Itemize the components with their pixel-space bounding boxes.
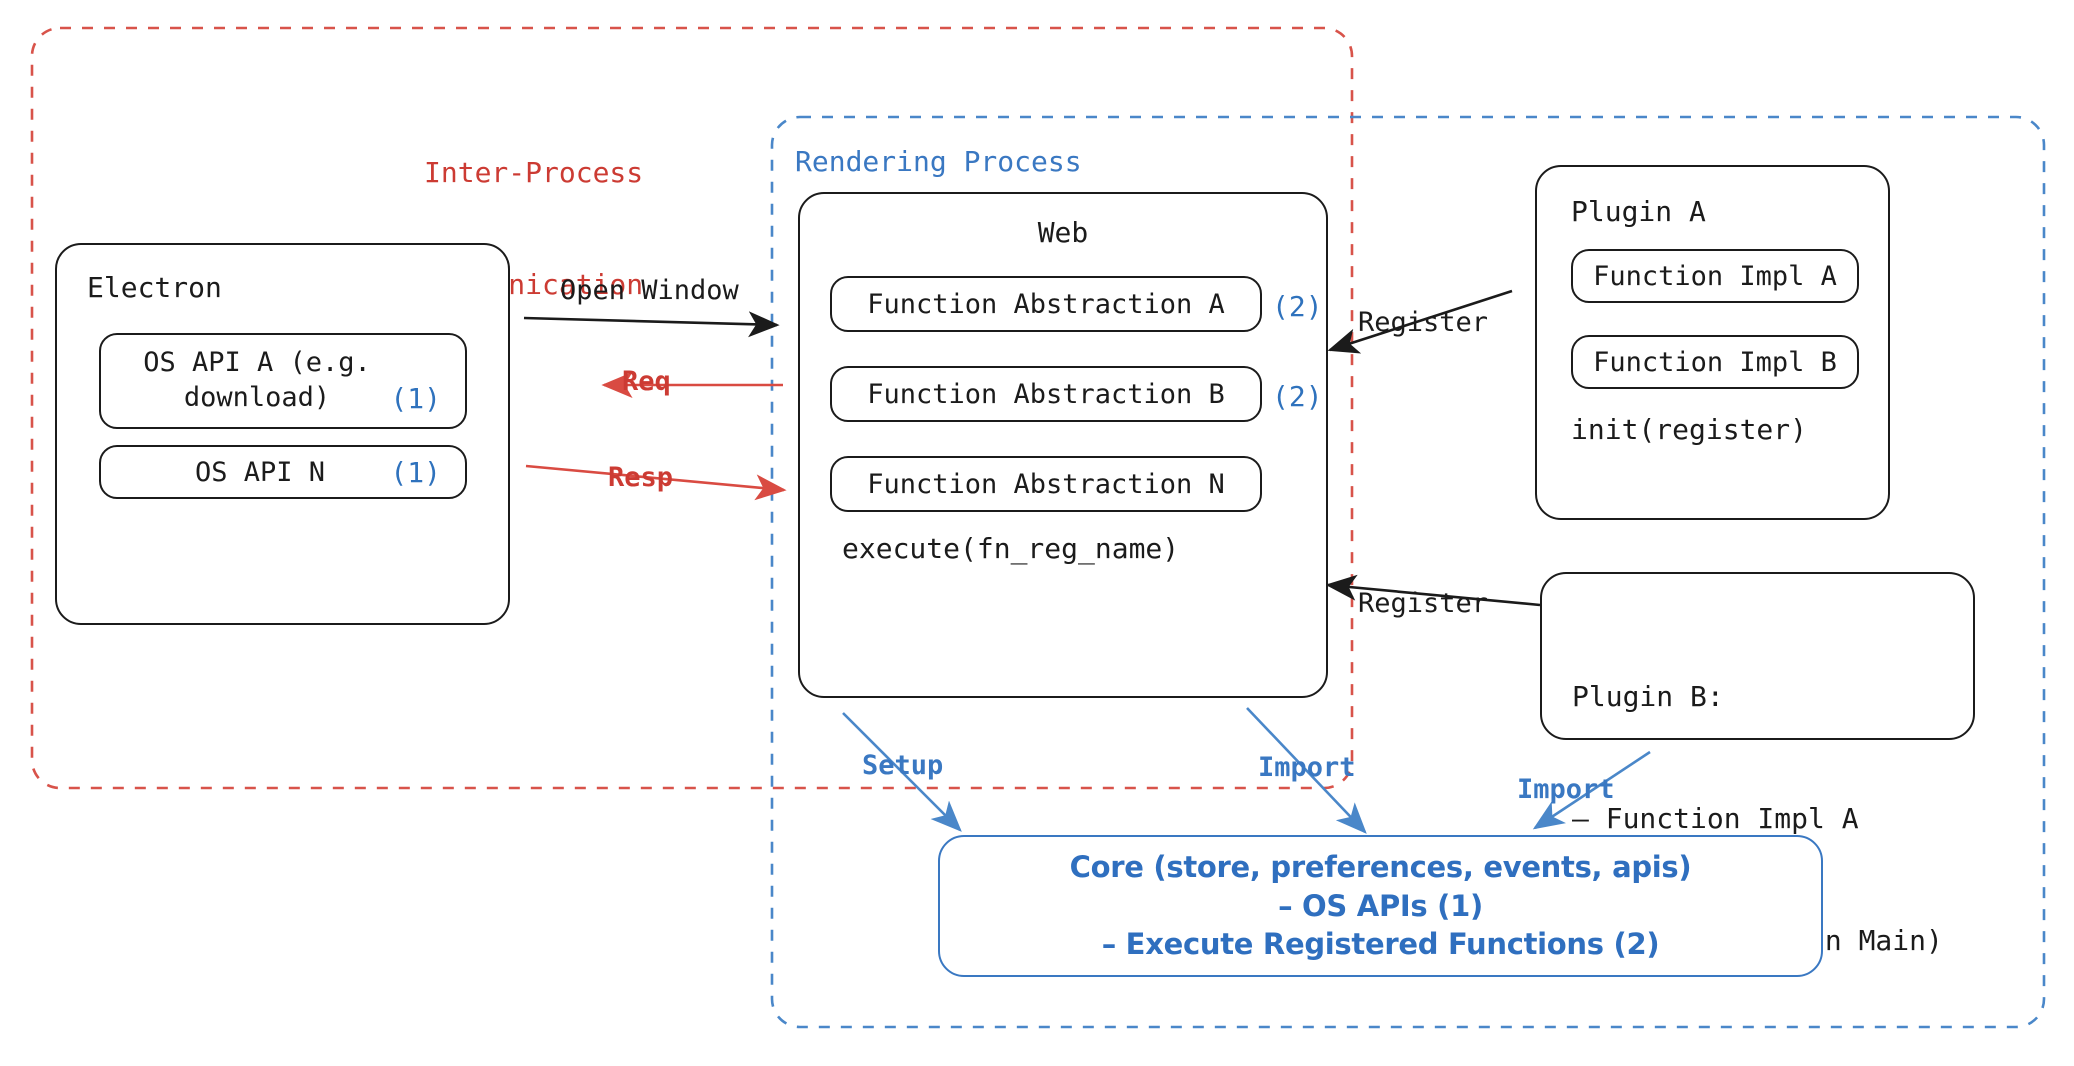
- edge-label-setup: Setup: [862, 750, 944, 781]
- electron-title: Electron: [87, 271, 222, 304]
- os-api-n-box[interactable]: OS API N (1): [99, 445, 467, 499]
- plugin-a-init-label: init(register): [1571, 413, 1808, 446]
- web-title: Web: [1037, 216, 1089, 249]
- function-abstraction-n-label: Function Abstraction N: [867, 468, 1225, 500]
- core-line2: – OS APIs (1): [1278, 888, 1483, 923]
- function-impl-a-box[interactable]: Function Impl A: [1571, 249, 1859, 303]
- function-abstraction-b-label: Function Abstraction B: [867, 378, 1225, 410]
- edge-label-register-b: Register: [1358, 588, 1489, 619]
- web-execute-label: execute(fn_reg_name): [842, 532, 1180, 565]
- function-impl-a-label: Function Impl A: [1593, 260, 1837, 292]
- web-box[interactable]: Web Function Abstraction A (2) Function …: [798, 192, 1328, 698]
- core-line1: Core (store, preferences, events, apis): [1069, 850, 1692, 885]
- edge-label-import-web: Import: [1258, 752, 1356, 783]
- os-api-a-label: OS API A (e.g. download): [143, 347, 371, 413]
- core-box[interactable]: Core (store, preferences, events, apis) …: [938, 835, 1823, 977]
- plugin-b-line1: Plugin B:: [1572, 680, 1724, 714]
- os-api-a-box[interactable]: OS API A (e.g. download) (1): [99, 333, 467, 429]
- function-abstraction-n-box[interactable]: Function Abstraction N: [830, 456, 1262, 512]
- ipc-group-label-line1: Inter-Process: [424, 156, 644, 190]
- function-abstraction-b-badge: (2): [1272, 380, 1323, 413]
- rendering-group-label: Rendering Process: [795, 145, 1082, 178]
- electron-box[interactable]: Electron OS API A (e.g. download) (1) OS…: [55, 243, 510, 625]
- edge-label-open-window: Open Window: [560, 275, 739, 306]
- plugin-b-line2: – Function Impl A: [1572, 801, 1859, 835]
- function-abstraction-b-box[interactable]: Function Abstraction B: [830, 366, 1262, 422]
- plugin-a-box[interactable]: Plugin A Function Impl A Function Impl B…: [1535, 165, 1890, 520]
- function-impl-b-box[interactable]: Function Impl B: [1571, 335, 1859, 389]
- function-impl-b-label: Function Impl B: [1593, 346, 1837, 378]
- function-abstraction-a-badge: (2): [1272, 290, 1323, 323]
- edge-label-resp: Resp: [608, 462, 674, 493]
- os-api-a-badge: (1): [390, 382, 441, 415]
- function-abstraction-a-label: Function Abstraction A: [867, 288, 1225, 320]
- os-api-n-label: OS API N: [194, 456, 326, 488]
- edge-label-import-plugin-b: Import: [1517, 774, 1615, 805]
- edge-label-register-a: Register: [1358, 307, 1489, 338]
- edge-label-req: Req: [622, 366, 671, 397]
- core-line3: – Execute Registered Functions (2): [1101, 927, 1660, 962]
- os-api-n-badge: (1): [390, 455, 441, 489]
- function-abstraction-a-box[interactable]: Function Abstraction A: [830, 276, 1262, 332]
- plugin-a-title: Plugin A: [1571, 195, 1706, 228]
- plugin-b-box[interactable]: Plugin B: – Function Impl A – Module (ru…: [1540, 572, 1975, 957]
